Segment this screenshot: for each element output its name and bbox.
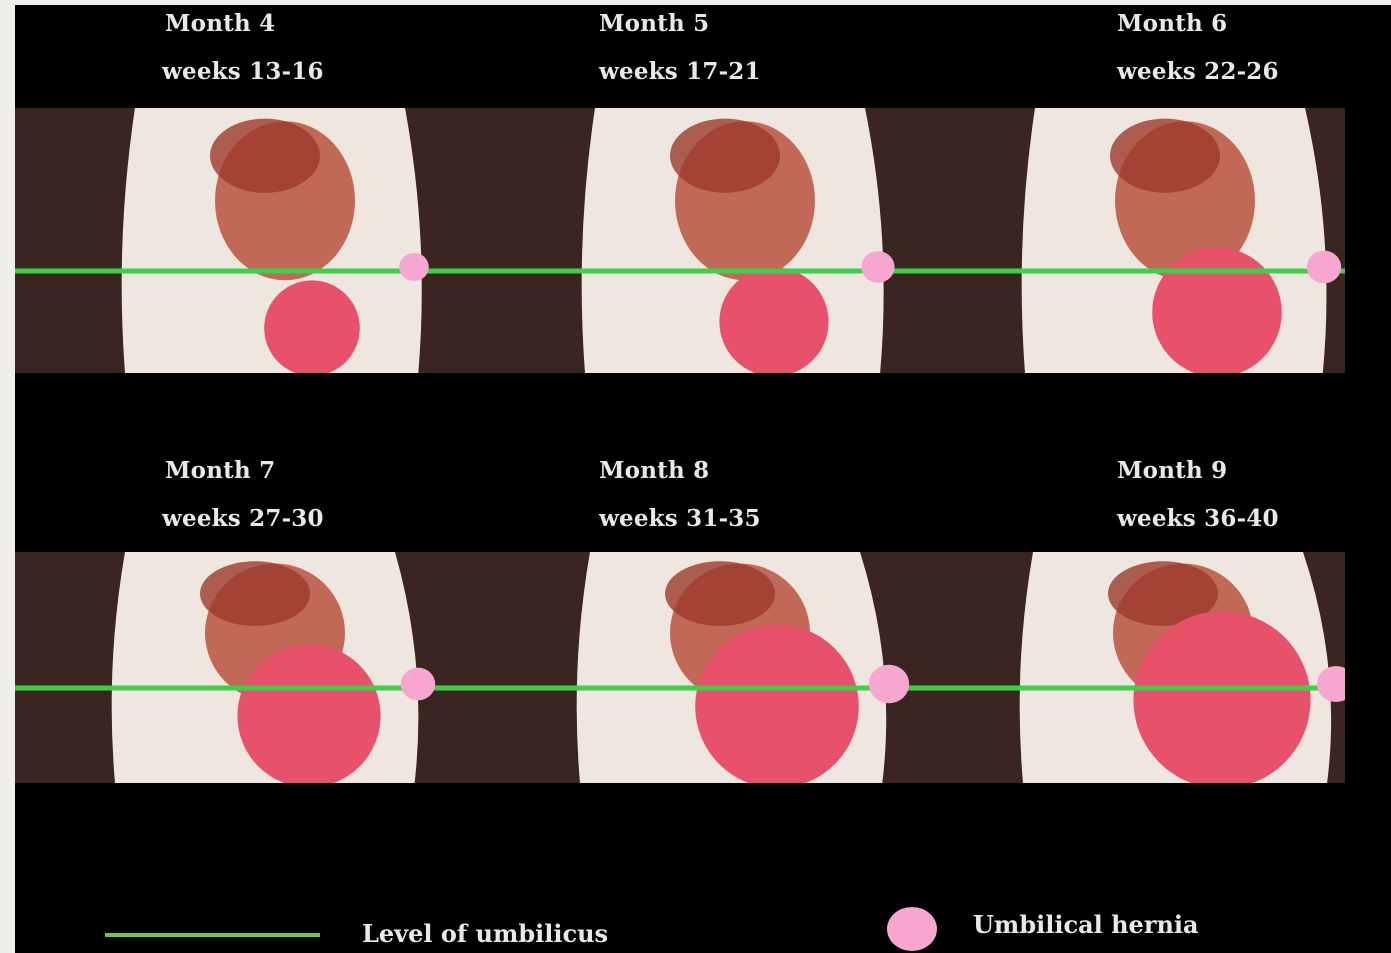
stomach-liver xyxy=(670,119,780,193)
torso-illustration xyxy=(112,552,419,783)
torso-illustration xyxy=(1022,108,1327,373)
stomach-liver xyxy=(1110,119,1220,193)
uterus xyxy=(1152,247,1282,373)
panel-month-label: Month 8 xyxy=(599,457,709,484)
umbilical-hernia-dot xyxy=(399,253,429,281)
uterus xyxy=(1133,611,1310,783)
uterus xyxy=(237,644,380,783)
stomach-liver xyxy=(210,119,320,193)
panel-weeks-label: weeks 31-35 xyxy=(599,505,761,532)
figure: Month 4 weeks 13-16 Month 5 weeks 17-21 … xyxy=(15,5,1391,953)
umbilical-hernia-dot xyxy=(1307,251,1341,284)
torso-illustration xyxy=(122,108,422,373)
panel-weeks-label: weeks 17-21 xyxy=(599,58,761,85)
panel-month-label: Month 7 xyxy=(165,457,275,484)
stomach-liver xyxy=(665,561,775,626)
panel-weeks-label: weeks 27-30 xyxy=(162,505,324,532)
legend-umbilicus-label: Level of umbilicus xyxy=(362,919,608,948)
anatomy-illustrations xyxy=(15,108,1345,373)
torso-illustration xyxy=(577,552,887,783)
legend-umbilicus-line xyxy=(105,933,320,937)
torso-illustration xyxy=(582,108,884,373)
panel-month-label: Month 9 xyxy=(1117,457,1227,484)
umbilical-hernia-dot xyxy=(401,668,435,701)
panel-weeks-label: weeks 36-40 xyxy=(1117,505,1279,532)
anatomy-illustrations xyxy=(15,552,1345,783)
anatomy-strip-row-2 xyxy=(15,552,1345,783)
panel-weeks-label: weeks 22-26 xyxy=(1117,58,1279,85)
uterus xyxy=(719,267,828,373)
legend-hernia-label: Umbilical hernia xyxy=(973,910,1199,939)
umbilical-hernia-dot xyxy=(869,665,909,703)
uterus xyxy=(264,280,360,373)
legend-hernia-dot xyxy=(887,907,937,951)
panel-month-label: Month 5 xyxy=(599,10,709,37)
uterus xyxy=(695,625,859,783)
panel-month-label: Month 4 xyxy=(165,10,275,37)
anatomy-strip-row-1 xyxy=(15,108,1345,373)
stomach-liver xyxy=(200,561,310,626)
panel-weeks-label: weeks 13-16 xyxy=(162,58,324,85)
panel-month-label: Month 6 xyxy=(1117,10,1227,37)
umbilical-hernia-dot xyxy=(861,251,894,283)
torso-illustration xyxy=(1020,552,1331,783)
